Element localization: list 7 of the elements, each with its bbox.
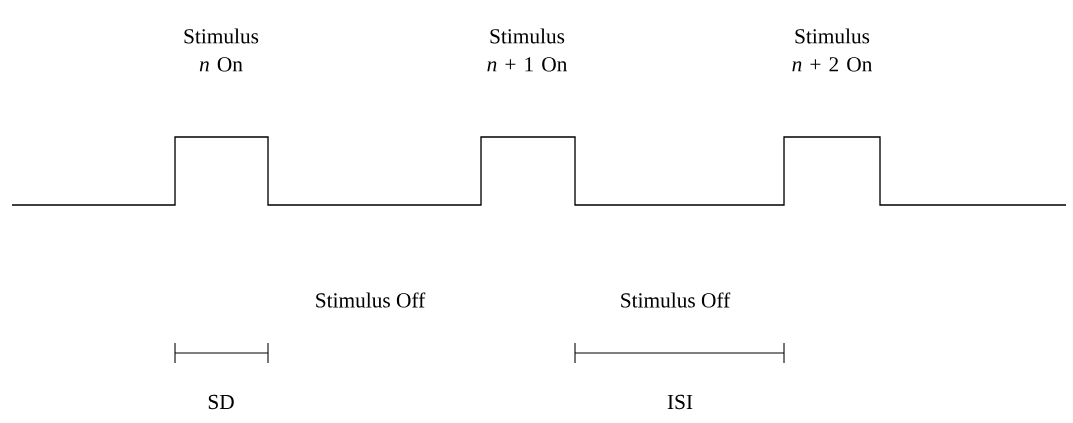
label: Stimulus Off: [621, 292, 731, 308]
label: Stimulus n + 1 On: [487, 28, 568, 72]
label: SD: [208, 394, 234, 410]
label: Stimulus Off: [316, 292, 426, 308]
label: ISI: [667, 394, 693, 410]
label: Stimulus n On: [184, 28, 259, 72]
label: Stimulus n + 2 On: [792, 28, 873, 72]
